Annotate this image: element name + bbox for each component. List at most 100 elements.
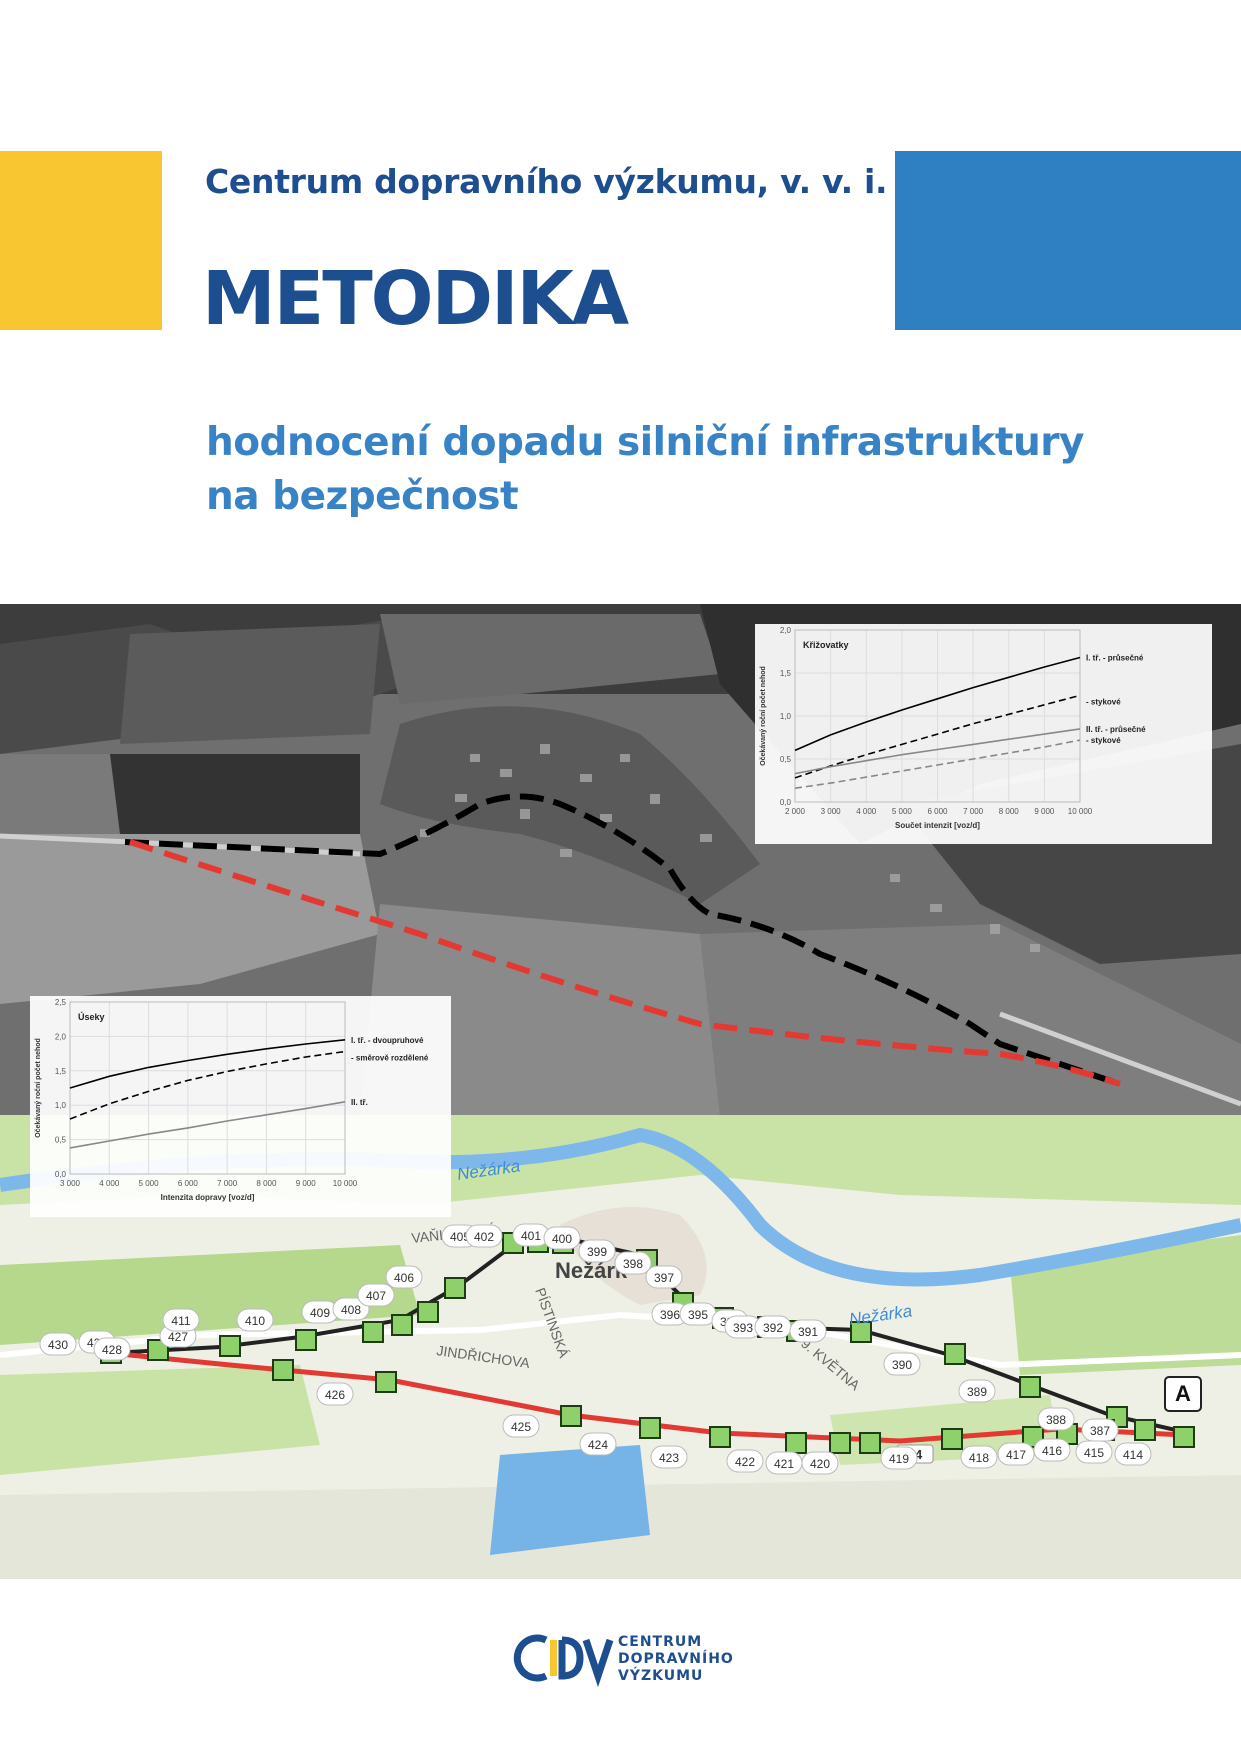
point-label: 430 bbox=[48, 1338, 68, 1352]
x-tick-label: 9 000 bbox=[1034, 807, 1055, 816]
y-tick-label: 0,5 bbox=[55, 1136, 67, 1145]
y-tick-label: 2,5 bbox=[55, 998, 67, 1007]
legend-label: II. tř. - průsečné bbox=[1086, 725, 1146, 734]
series-line bbox=[69, 1101, 346, 1149]
x-tick-label: 5 000 bbox=[892, 807, 913, 816]
legend-label: - směrově rozdělené bbox=[351, 1054, 429, 1063]
logo-text: CENTRUM DOPRAVNÍHO VÝZKUMU bbox=[618, 1634, 734, 1685]
point-label: 389 bbox=[967, 1385, 987, 1399]
point-label-bg bbox=[997, 1442, 1035, 1466]
subtitle-line-2: na bezpečnost bbox=[206, 474, 519, 519]
point-label: 395 bbox=[688, 1308, 708, 1322]
x-tick-label: 7 000 bbox=[217, 1179, 238, 1188]
x-tick-label: 8 000 bbox=[256, 1179, 277, 1188]
point-label: 396 bbox=[660, 1308, 680, 1322]
y-tick-label: 1,0 bbox=[55, 1101, 67, 1110]
y-tick-label: 1,0 bbox=[780, 712, 792, 721]
cover-image: A 34 Nežárka Nežárka VAŇKOVSKÁ JINDŘICHO… bbox=[0, 604, 1241, 1579]
point-label: 387 bbox=[1090, 1424, 1110, 1438]
point-label-bg bbox=[883, 1352, 921, 1376]
point-label: 409 bbox=[310, 1306, 330, 1320]
point-label-bg bbox=[316, 1382, 354, 1406]
point-label: 423 bbox=[659, 1451, 679, 1465]
point-label: 428 bbox=[102, 1343, 122, 1357]
point-label-bg bbox=[579, 1432, 617, 1456]
series-line bbox=[69, 1039, 346, 1089]
x-tick-label: 3 000 bbox=[821, 807, 842, 816]
point-label: 415 bbox=[1084, 1446, 1104, 1460]
subtitle-line-1: hodnocení dopadu silniční infrastruktury bbox=[206, 420, 1084, 465]
point-label-bg bbox=[650, 1445, 688, 1469]
point-label: 422 bbox=[735, 1455, 755, 1469]
point-label: 419 bbox=[889, 1452, 909, 1466]
point-label-bg bbox=[801, 1451, 839, 1475]
point-label-bg bbox=[726, 1449, 764, 1473]
point-label-bg bbox=[960, 1445, 998, 1469]
x-tick-label: 7 000 bbox=[963, 807, 984, 816]
point-label: 388 bbox=[1046, 1413, 1066, 1427]
point-label-bg bbox=[543, 1226, 581, 1250]
point-label: 416 bbox=[1042, 1444, 1062, 1458]
point-label: 399 bbox=[587, 1245, 607, 1259]
x-tick-label: 4 000 bbox=[99, 1179, 120, 1188]
point-label-bg bbox=[502, 1414, 540, 1438]
point-label-bg bbox=[357, 1283, 395, 1307]
point-label: 420 bbox=[810, 1457, 830, 1471]
point-label: 417 bbox=[1006, 1448, 1026, 1462]
point-label: 425 bbox=[511, 1420, 531, 1434]
point-labels: 4304294284274114104094084074064054024014… bbox=[39, 1223, 1152, 1475]
point-label-bg bbox=[93, 1337, 131, 1361]
series-line bbox=[69, 1050, 346, 1120]
x-axis-label: Intenzita dopravy [voz/d] bbox=[161, 1193, 255, 1202]
point-label-bg bbox=[1033, 1438, 1071, 1462]
point-label: 418 bbox=[969, 1451, 989, 1465]
point-label: 390 bbox=[892, 1358, 912, 1372]
point-label: 411 bbox=[171, 1314, 190, 1328]
blue-accent-block bbox=[895, 151, 1241, 330]
series-line bbox=[794, 656, 1081, 752]
point-label: 397 bbox=[654, 1271, 674, 1285]
x-tick-label: 3 000 bbox=[60, 1179, 81, 1188]
x-axis-label: Součet intenzit [voz/d] bbox=[895, 821, 980, 830]
point-label-bg bbox=[1037, 1407, 1075, 1431]
plot-area bbox=[69, 1001, 346, 1175]
legend-label: I. tř. - dvoupruhové bbox=[351, 1036, 424, 1045]
cdv-logo bbox=[513, 1634, 614, 1688]
point-label-bg bbox=[880, 1446, 918, 1470]
x-tick-label: 2 000 bbox=[785, 807, 806, 816]
point-label: 402 bbox=[474, 1230, 494, 1244]
point-label-bg bbox=[39, 1332, 77, 1356]
y-tick-label: 2,0 bbox=[55, 1032, 67, 1041]
y-tick-label: 0,5 bbox=[780, 755, 792, 764]
point-label-bg bbox=[645, 1265, 683, 1289]
point-label-bg bbox=[236, 1308, 274, 1332]
point-label: 406 bbox=[394, 1271, 414, 1285]
x-tick-label: 6 000 bbox=[927, 807, 948, 816]
plot-area bbox=[794, 629, 1081, 803]
series-line bbox=[794, 694, 1081, 779]
page-title: METODIKA bbox=[202, 256, 629, 342]
logo-text-line-2: DOPRAVNÍHO bbox=[618, 1651, 734, 1667]
series-line bbox=[794, 728, 1081, 775]
x-tick-label: 10 000 bbox=[1068, 807, 1093, 816]
y-tick-label: 1,5 bbox=[55, 1067, 67, 1076]
x-tick-label: 9 000 bbox=[296, 1179, 317, 1188]
point-label-bg bbox=[385, 1265, 423, 1289]
point-label: 408 bbox=[341, 1303, 361, 1317]
point-label-bg bbox=[789, 1319, 827, 1343]
point-label: 426 bbox=[325, 1388, 345, 1402]
point-label: 407 bbox=[366, 1289, 386, 1303]
subtitle: hodnocení dopadu silniční infrastruktury… bbox=[206, 416, 1084, 524]
chart-title: Úseky bbox=[78, 1011, 105, 1022]
point-label-bg bbox=[1075, 1440, 1113, 1464]
y-axis-label: Očekávaný roční počet nehod bbox=[760, 666, 767, 766]
point-label-bg bbox=[465, 1224, 503, 1248]
y-axis-label: Očekávaný roční počet nehod bbox=[35, 1038, 42, 1138]
legend-label: II. tř. bbox=[351, 1098, 368, 1107]
x-tick-label: 8 000 bbox=[999, 807, 1020, 816]
x-tick-label: 6 000 bbox=[178, 1179, 199, 1188]
point-label: 401 bbox=[521, 1229, 541, 1243]
legend-label: - stykové bbox=[1086, 736, 1121, 745]
